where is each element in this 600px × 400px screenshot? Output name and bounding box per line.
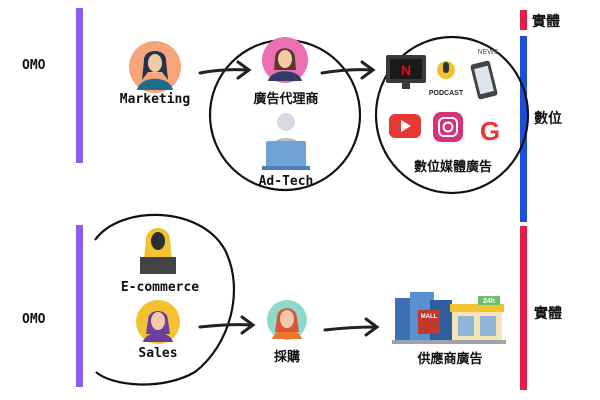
arrow-sales-buyer [198, 315, 256, 335]
ecommerce-person-icon [140, 228, 176, 274]
media-label: 數位媒體廣告 [413, 160, 492, 175]
mall-sign: MALL [421, 314, 438, 320]
physical-top-bar [520, 10, 527, 30]
physical-top-label: 實體 [532, 14, 560, 30]
supplier-label: 供應商廣告 [417, 352, 483, 367]
marketing-label: Marketing [119, 92, 191, 107]
instagram-icon [433, 112, 463, 142]
agency-label: 廣告代理商 [253, 92, 319, 107]
podcast-microphone-icon: PODCAST [429, 61, 464, 97]
agency-person-icon [262, 37, 308, 83]
podcast-text: PODCAST [429, 90, 464, 97]
ecommerce-label: E-commerce [120, 280, 200, 295]
store-buildings-icon: MALL 24h [392, 292, 506, 344]
youtube-icon [389, 114, 421, 138]
arrow-buyer-supplier [323, 317, 380, 337]
omo-top-bar [76, 8, 83, 163]
arrow-agency-media [320, 60, 376, 80]
sales-label: Sales [138, 346, 178, 361]
adtech-person-icon [262, 113, 310, 170]
digital-bar [520, 36, 527, 222]
buyer-person-icon [267, 300, 307, 340]
marketing-person-icon [129, 41, 181, 93]
omo-top-label: OMO [22, 58, 46, 73]
buyer-label: 採購 [273, 350, 300, 365]
media-group-circle [374, 35, 530, 195]
arrow-marketing-agency [198, 60, 252, 80]
omo-bottom-bar [76, 225, 83, 387]
adtech-label: Ad-Tech [258, 174, 314, 189]
physical-bottom-label: 實體 [534, 306, 562, 322]
netflix-letter: N [401, 62, 411, 78]
physical-bottom-bar [520, 226, 527, 390]
google-icon: G [480, 116, 500, 146]
open-sign: 24h [483, 298, 495, 305]
google-letter: G [480, 116, 500, 146]
omo-bottom-label: OMO [22, 312, 46, 327]
digital-label: 數位 [534, 111, 562, 127]
news-text: NEWS [478, 49, 499, 56]
netflix-monitor-icon: N [386, 55, 426, 89]
sales-group-circle [94, 213, 236, 386]
news-phone-icon: NEWS [470, 49, 499, 100]
sales-person-icon [136, 300, 180, 344]
